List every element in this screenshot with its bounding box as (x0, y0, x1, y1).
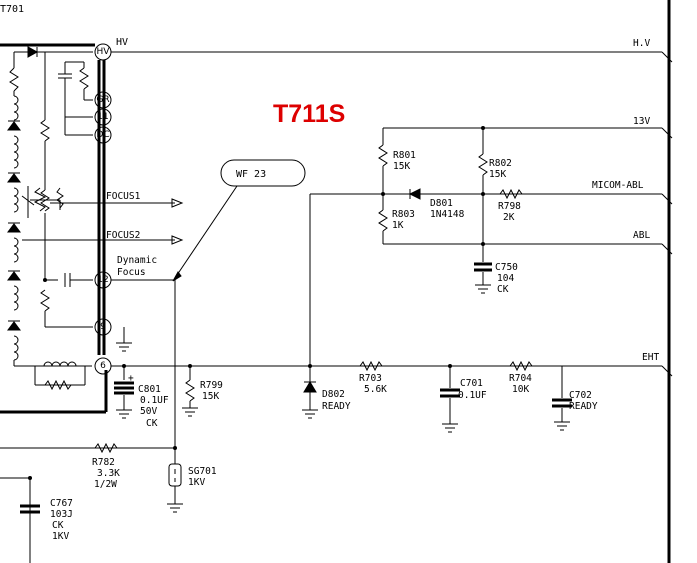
hv-top-network (14, 46, 93, 190)
sg701-spark-gap (167, 448, 183, 513)
r801-ref: R801 (393, 150, 416, 161)
label-hv: HV (116, 37, 128, 48)
focus-potentiometers (21, 186, 184, 352)
d801-diode (400, 188, 421, 200)
c701-value: 0.1UF (458, 390, 487, 401)
r799-value: 15K (202, 391, 219, 402)
r782-resistor (94, 442, 118, 454)
pin-dc: DC (96, 130, 109, 140)
pin-gr: GR (96, 95, 109, 105)
r798-value: 2K (503, 212, 515, 223)
sg701-ref: SG701 (188, 466, 217, 477)
label-dynamic: Dynamic (117, 255, 157, 266)
pin-9: 9 (100, 322, 106, 332)
r703-resistor (359, 360, 383, 372)
transformer-ref: T701 (0, 4, 24, 15)
label-focus2: FOCUS2 (106, 230, 140, 241)
c767-capacitor (20, 504, 40, 514)
c750-type: CK (497, 284, 509, 295)
c701-capacitor (440, 366, 460, 433)
d802-ref: D802 (322, 389, 345, 400)
pin-11: 11 (97, 112, 108, 122)
c767-value: 103J (50, 509, 73, 520)
r802-ref: R802 (489, 158, 512, 169)
d801-value: 1N4148 (430, 209, 465, 220)
pin-hv: HV (97, 47, 111, 57)
waveform-label: WF 23 (236, 169, 266, 180)
r703-ref: R703 (359, 373, 382, 384)
label-focus: Focus (117, 267, 146, 278)
r704-value: 10K (512, 384, 529, 395)
c801-type: CK (146, 418, 158, 429)
c750-value: 104 (497, 273, 514, 284)
r799-ref: R799 (200, 380, 223, 391)
r801-value: 15K (393, 161, 410, 172)
c702-ref: C702 (569, 390, 592, 401)
r782-power: 1/2W (94, 479, 117, 490)
sg701-value: 1KV (188, 477, 205, 488)
r704-resistor (509, 360, 533, 372)
c702-capacitor (552, 366, 572, 431)
r782-value: 3.3K (97, 468, 120, 479)
r703-value: 5.6K (364, 384, 387, 395)
pin-12: 12 (97, 275, 108, 285)
schematic-title: T711S (273, 100, 345, 128)
c701-ref: C701 (460, 378, 483, 389)
r798-resistor (499, 188, 523, 200)
c702-value: READY (569, 401, 598, 412)
r801-resistor (378, 128, 388, 194)
label-focus1: FOCUS1 (106, 191, 141, 202)
bottom-coil (34, 361, 86, 391)
c801-capacitor: + (114, 366, 134, 419)
r803-resistor (378, 194, 388, 244)
r799-resistor (182, 366, 198, 417)
c767-ref: C767 (50, 498, 73, 509)
c801-voltage: 50V (140, 406, 157, 417)
pin-6: 6 (100, 361, 106, 371)
c767-type: CK (52, 520, 64, 531)
net-eht: EHT (642, 352, 659, 363)
net-micom-abl: MICOM-ABL (592, 180, 644, 191)
d802-diode (302, 366, 318, 419)
r803-ref: R803 (392, 209, 415, 220)
r704-ref: R704 (509, 373, 532, 384)
secondary-winding-chain (7, 52, 92, 367)
r802-resistor (478, 128, 488, 194)
svg-text:+: + (128, 373, 134, 384)
r802-value: 15K (489, 169, 506, 180)
c801-ref: C801 (138, 384, 161, 395)
c801-value: 0.1UF (140, 395, 169, 406)
d801-ref: D801 (430, 198, 453, 209)
net-abl: ABL (633, 230, 650, 241)
net-hv: H.V (633, 38, 650, 49)
d802-value: READY (322, 401, 351, 412)
c750-capacitor (474, 194, 492, 294)
r798-ref: R798 (498, 201, 521, 212)
r803-value: 1K (392, 220, 404, 231)
waveform-callout: WF 23 (172, 159, 306, 282)
c750-ref: C750 (495, 262, 518, 273)
r782-ref: R782 (92, 457, 115, 468)
net-13v: 13V (633, 116, 650, 127)
c767-voltage: 1KV (52, 531, 69, 542)
